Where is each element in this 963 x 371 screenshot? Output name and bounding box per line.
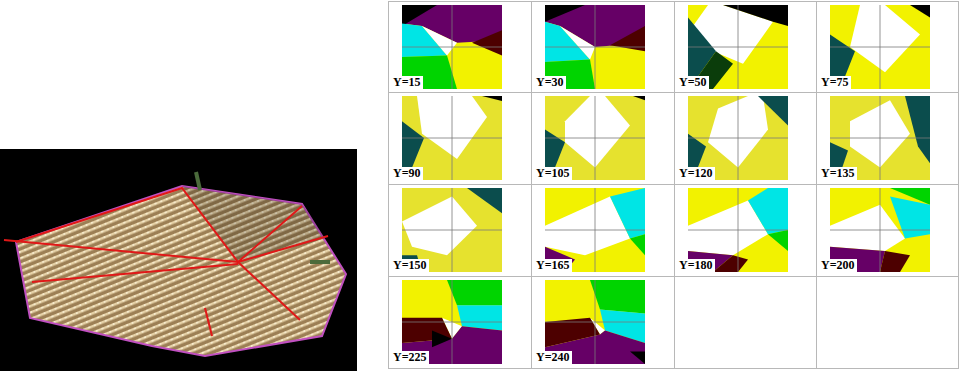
region	[482, 96, 502, 101]
slice-label: Y=75	[819, 76, 851, 89]
panel-axis	[545, 138, 645, 139]
panel-axis	[688, 138, 788, 139]
region	[402, 196, 477, 255]
region	[467, 188, 502, 213]
panel-axis	[830, 138, 930, 139]
slice-label: Y=200	[819, 259, 857, 272]
region	[630, 351, 645, 364]
rod	[310, 260, 330, 264]
region	[713, 255, 748, 272]
region	[910, 5, 930, 18]
region	[723, 5, 788, 26]
grid-line	[388, 276, 958, 277]
photo	[0, 149, 357, 371]
edge-line	[238, 262, 300, 320]
edge-line	[4, 240, 238, 262]
structure-face	[182, 186, 328, 262]
slice-label: Y=180	[677, 259, 715, 272]
table-border	[389, 2, 959, 369]
region	[565, 96, 630, 167]
slice-label: Y=105	[534, 167, 572, 180]
region	[748, 188, 788, 234]
region	[768, 230, 788, 251]
region	[830, 205, 905, 251]
region	[447, 280, 502, 305]
slice-label: Y=165	[534, 259, 572, 272]
slice-label: Y=30	[534, 76, 566, 89]
structure	[16, 186, 346, 356]
panel-axis	[545, 47, 645, 48]
region	[545, 5, 585, 22]
region	[590, 280, 645, 314]
slice-label: Y=120	[677, 167, 715, 180]
region	[610, 26, 645, 51]
photo-background	[0, 149, 357, 371]
edge-line	[205, 308, 212, 336]
edge-line	[32, 264, 238, 282]
region	[850, 5, 920, 72]
slice-label: Y=15	[391, 76, 423, 89]
region	[880, 251, 910, 272]
panel-axis	[545, 230, 645, 231]
slice-label: Y=225	[391, 351, 429, 364]
panel-axis	[830, 230, 930, 231]
region	[402, 5, 437, 26]
table-grid	[388, 1, 959, 369]
grid-line	[388, 184, 958, 185]
region	[610, 188, 645, 238]
region	[905, 96, 930, 163]
grid-line	[388, 92, 958, 93]
region	[560, 26, 595, 60]
region	[630, 234, 645, 255]
panel-axis	[402, 47, 502, 48]
region	[472, 30, 502, 55]
slice-label: Y=90	[391, 167, 423, 180]
panel-axis	[688, 230, 788, 231]
region	[890, 196, 930, 238]
panel-axis	[402, 138, 502, 139]
slice-label: Y=240	[534, 351, 572, 364]
edge-line	[238, 236, 328, 262]
ridge-line	[16, 188, 302, 262]
slice-label: Y=135	[819, 167, 857, 180]
panel-axis	[545, 322, 645, 323]
rod	[196, 172, 200, 190]
panel-axis	[402, 322, 502, 323]
panel-axis	[830, 47, 930, 48]
panel-axis	[688, 47, 788, 48]
slice-label: Y=50	[677, 76, 709, 89]
region	[633, 96, 645, 100]
region	[758, 96, 788, 125]
fit-lines	[4, 188, 328, 336]
region	[432, 330, 452, 347]
panel-axis	[402, 230, 502, 231]
slice-label: Y=150	[391, 259, 429, 272]
